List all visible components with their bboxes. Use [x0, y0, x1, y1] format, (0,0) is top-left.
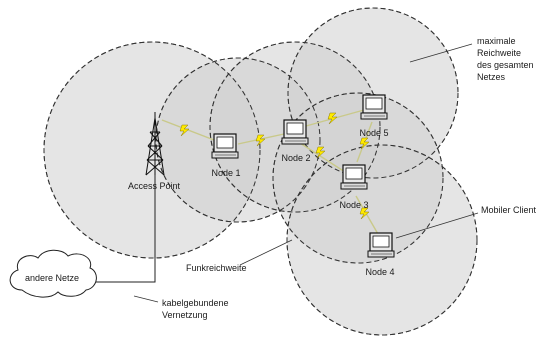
coverage-outlines [43, 7, 478, 336]
node1-computer-icon [211, 133, 239, 159]
node4-computer-icon [367, 232, 395, 258]
ring-node5 [287, 7, 459, 179]
mobile-client-label: Mobiler Client [481, 205, 537, 215]
max-range-label-line2: Reichweite [477, 48, 521, 58]
coverage-areas [43, 7, 478, 336]
lightning-icon [359, 207, 370, 220]
node5-computer-icon [360, 94, 388, 120]
wired-label-line2: Vernetzung [162, 310, 208, 320]
other-networks-label: andere Netze [25, 273, 79, 283]
link-node3-node4 [355, 195, 379, 235]
lightning-icon [327, 112, 338, 125]
radio-range-leader [239, 239, 293, 266]
mobile-client-leader [395, 212, 479, 239]
lightning-icon [179, 124, 190, 137]
node4-label: Node 4 [365, 267, 394, 277]
max-range-label-line3: des gesamten [477, 60, 534, 70]
wired-leader [133, 295, 159, 303]
node2-computer-icon [281, 119, 309, 145]
node1-label: Node 1 [211, 168, 240, 178]
access-point-label: Access Point [128, 181, 181, 191]
node2-label: Node 2 [281, 153, 310, 163]
node3-computer-icon [340, 164, 368, 190]
wired-label-line1: kabelgebundene [162, 298, 229, 308]
cloud-icon [9, 249, 97, 298]
lightning-icon [315, 146, 326, 159]
node3-label: Node 3 [339, 200, 368, 210]
lightning-icon [255, 134, 266, 147]
ring-node4 [286, 144, 478, 336]
lightning-icon [359, 137, 370, 150]
wired-connection [92, 165, 156, 283]
access-point-tower-icon [145, 112, 165, 176]
radio-range-label: Funkreichweite [186, 263, 247, 273]
max-range-label-line4: Netzes [477, 72, 506, 82]
ring-access-point [43, 41, 261, 259]
ring-node1 [155, 57, 321, 223]
node5-label: Node 5 [359, 128, 388, 138]
max-range-leader [409, 43, 473, 63]
radio-link-bolts [179, 112, 370, 220]
max-range-label-line1: maximale [477, 36, 516, 46]
ring-node3 [272, 92, 444, 264]
link-node2-node3 [299, 142, 346, 173]
ring-node2 [209, 41, 381, 213]
